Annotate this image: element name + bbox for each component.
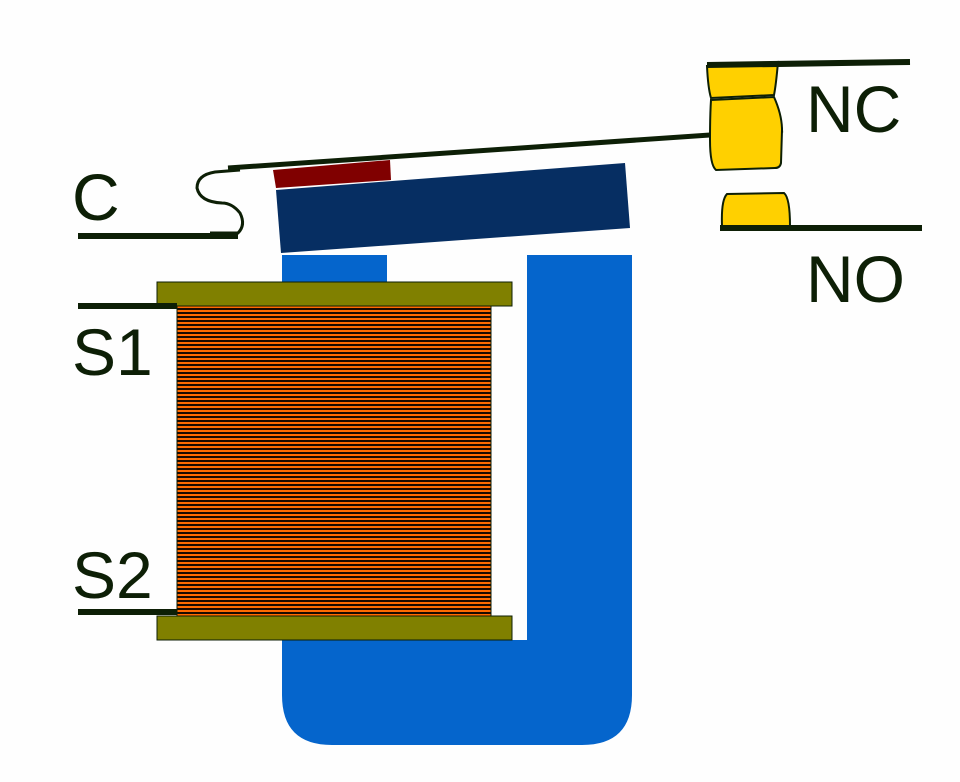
label-no: NO	[806, 242, 905, 316]
label-common: C	[72, 160, 120, 234]
label-s1: S1	[72, 315, 153, 389]
bobbin-top-flange	[156, 281, 513, 307]
bobbin-bottom-flange	[156, 615, 513, 641]
label-s2: S2	[72, 538, 153, 612]
armature-pad	[273, 160, 391, 188]
nc-contact-lower	[708, 95, 784, 172]
armature	[276, 163, 630, 253]
nc-contact-upper	[705, 60, 780, 100]
spring-icon	[195, 168, 245, 235]
no-contact	[720, 191, 792, 227]
contact-arm	[227, 127, 784, 171]
coil-winding	[176, 305, 492, 617]
nc-terminal-line	[706, 59, 911, 68]
label-nc: NC	[806, 72, 901, 146]
